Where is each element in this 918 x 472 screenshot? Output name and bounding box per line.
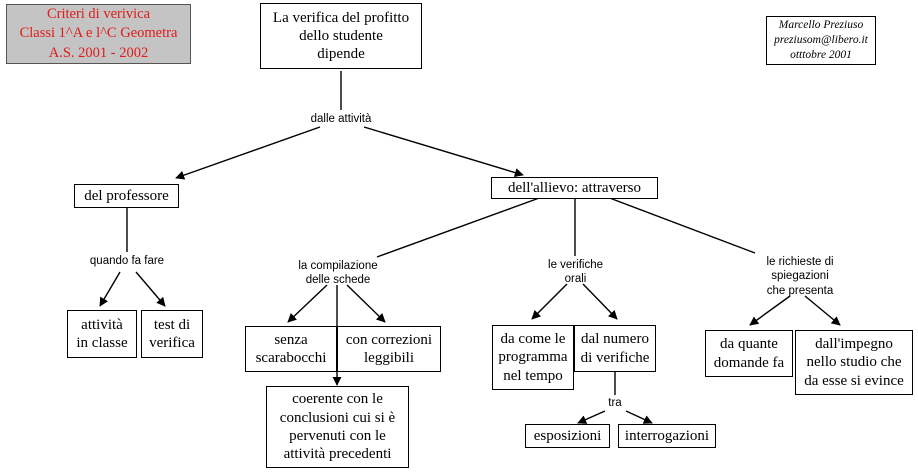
node-senza-scarabocchi[interactable]: senza scarabocchi xyxy=(245,326,337,372)
node-dal-numero-di-verifiche[interactable]: dal numero di verifiche xyxy=(574,325,656,372)
link-label-dalle-attivita: dalle attività xyxy=(310,113,372,125)
header-note-box: Criteri di verivica Classi 1^A e l^C Geo… xyxy=(6,4,191,64)
link-label-le-verifiche-orali: le verifiche orali xyxy=(548,259,603,286)
edge-dalle-attivita-to-professore xyxy=(175,126,321,180)
link-label-quando-fa-fare: quando fa fare xyxy=(89,255,165,267)
edge-dalle-attivita-to-allievo xyxy=(363,126,524,177)
node-esposizioni[interactable]: esposizioni xyxy=(525,424,610,448)
node-interrogazioni[interactable]: interrogazioni xyxy=(618,424,716,448)
node-del-professore[interactable]: del professore xyxy=(74,184,179,208)
link-label-la-compilazione: la compilazione delle schede xyxy=(298,260,378,287)
edge-tra-to-interrogazioni xyxy=(625,410,653,424)
node-root[interactable]: La verifica del profitto dello studente … xyxy=(260,3,422,69)
edge-compilazione-to-con-correzioni xyxy=(346,284,386,323)
node-da-come-le-programma[interactable]: da come le programma nel tempo xyxy=(492,325,574,390)
node-dell-allievo[interactable]: dell'allievo: attraverso xyxy=(491,177,658,199)
edge-richieste-to-dall-impegno xyxy=(804,295,841,326)
author-note-box: Marcello Preziuso preziusom@libero.it ot… xyxy=(766,16,876,65)
link-label-tra: tra xyxy=(608,397,622,409)
node-da-quante-domande-fa[interactable]: da quante domande fa xyxy=(705,330,793,377)
edge-allievo-to-richieste xyxy=(606,196,756,254)
edge-quando-to-attivita-in-classe xyxy=(99,271,121,307)
link-label-le-richieste: le richieste di spiegazioni che presenta xyxy=(766,256,834,297)
node-coerente-conclusioni[interactable]: coerente con le conclusioni cui si è per… xyxy=(266,386,409,468)
edge-tra-to-esposizioni xyxy=(577,410,606,424)
node-attivita-in-classe[interactable]: attività in classe xyxy=(67,310,137,358)
edge-richieste-to-da-quante-domande xyxy=(749,295,791,326)
edge-quando-to-test-di-verifica xyxy=(135,271,166,307)
node-test-di-verifica[interactable]: test di verifica xyxy=(141,310,203,358)
node-dall-impegno-nello-studio[interactable]: dall'impegno nello studio che da esse si… xyxy=(795,330,913,395)
node-con-correzioni-leggibili[interactable]: con correzioni leggibili xyxy=(337,326,441,372)
edge-verifiche-to-da-come-programma xyxy=(531,283,568,320)
edge-compilazione-to-senza-scarabocchi xyxy=(287,284,328,323)
edge-allievo-to-compilazione xyxy=(376,196,543,258)
edge-verifiche-to-dal-numero xyxy=(582,283,618,320)
